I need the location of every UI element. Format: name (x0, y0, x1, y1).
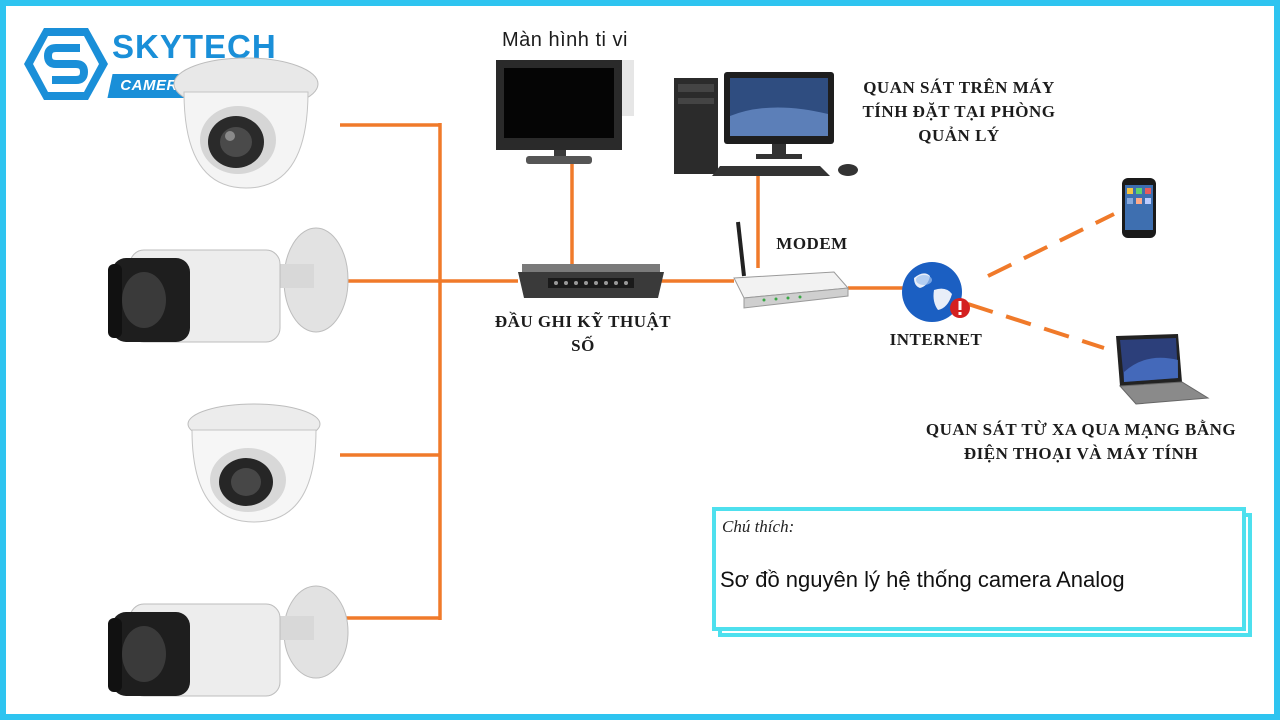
dome-camera-icon (187, 403, 321, 523)
skytech-logo-icon (24, 28, 108, 100)
computer-label-line-3: QUẢN LÝ (918, 126, 1000, 145)
dvr-label-line-1: ĐẦU GHI KỸ THUẬT (494, 312, 672, 331)
computer-label-line-2: TÍNH ĐẶT TẠI PHÒNG (862, 102, 1056, 121)
remote-label: QUAN SÁT TỪ XA QUA MẠNG BẰNG ĐIỆN THOẠI … (886, 418, 1274, 466)
modem-label: MODEM (776, 234, 848, 253)
computer-label: QUAN SÁT TRÊN MÁY TÍNH ĐẶT TẠI PHÒNG QUẢ… (818, 76, 1100, 148)
tv-icon (496, 60, 634, 164)
legend-caption: Chú thích: (722, 517, 795, 536)
computer-label-line-1: QUAN SÁT TRÊN MÁY (863, 78, 1055, 97)
tv-label: Màn hình ti vi (502, 29, 628, 51)
bullet-camera-icon (108, 227, 349, 343)
dvr-label-line-2: SỐ (571, 336, 595, 355)
dome-camera-icon (173, 57, 319, 189)
remote-label-line-2: ĐIỆN THOẠI VÀ MÁY TÍNH (963, 444, 1199, 463)
dvr-label: ĐẦU GHI KỸ THUẬT SỐ (470, 310, 696, 358)
skytech-logo: SKYTECH KY CAMERA24H.NET.VN (24, 26, 294, 104)
legend-box: Chú thích: Sơ đồ nguyên lý hệ thống came… (712, 507, 1246, 631)
internet-to-phone-wire (987, 212, 1115, 278)
internet-label: INTERNET (889, 330, 983, 349)
remote-label-line-1: QUAN SÁT TỪ XA QUA MẠNG BẰNG (925, 420, 1237, 439)
bullet-camera-icon (108, 585, 349, 697)
laptop-icon (1116, 334, 1210, 405)
globe-icon (902, 262, 970, 322)
dvr-icon (518, 264, 664, 298)
connection-wires (340, 123, 1115, 620)
desktop-computer-icon (674, 72, 858, 176)
smartphone-icon (1122, 178, 1156, 238)
internet-to-laptop-wire (967, 302, 1105, 350)
modem-router-icon (733, 221, 850, 309)
legend-title: Sơ đồ nguyên lý hệ thống camera Analog (720, 567, 1125, 592)
